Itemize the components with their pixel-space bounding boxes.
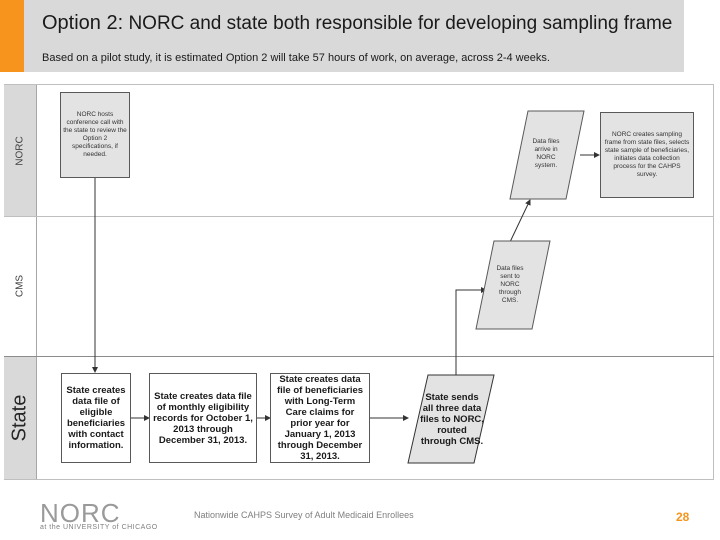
accent-bar	[0, 0, 24, 72]
lane-header-cms: CMS	[4, 216, 37, 356]
connector-arrow	[509, 199, 531, 243]
data-shape-sent	[475, 240, 551, 330]
node-state-eligible: State creates data file of eligible bene…	[61, 373, 131, 463]
node-state-monthly: State creates data file of monthly eligi…	[149, 373, 257, 463]
node-cms-sent: Data files sent to NORC through CMS.	[496, 265, 524, 304]
data-shape-arrive	[509, 110, 585, 200]
lane-divider	[4, 216, 714, 217]
connector-arrow	[455, 287, 487, 375]
lane-header-state: State	[4, 356, 37, 479]
logo-wordmark: NORC	[40, 498, 121, 528]
page-number: 28	[676, 510, 690, 524]
node-state-ltc: State creates data file of beneficiaries…	[270, 373, 370, 463]
norc-logo: NORC	[40, 498, 121, 529]
title-prefix: Option 2:	[42, 12, 124, 34]
lane-header-norc: NORC	[4, 85, 37, 216]
node-norc-call: NORC hosts conference call with the stat…	[60, 92, 130, 178]
data-shape-state-sends	[407, 374, 495, 464]
node-state-sends: State sends all three data files to NORC…	[420, 391, 484, 447]
title-banner: Option 2: NORC and state both responsibl…	[0, 0, 684, 72]
title-text: NORC and state both responsible for deve…	[128, 13, 673, 34]
lane-divider	[4, 356, 714, 357]
logo-subtitle: at the UNIVERSITY of CHICAGO	[40, 524, 158, 531]
footer-caption: Nationwide CAHPS Survey of Adult Medicai…	[194, 510, 414, 520]
slide-subtitle: Based on a pilot study, it is estimated …	[42, 52, 550, 64]
node-norc-arrive: Data files arrive in NORC system.	[532, 138, 560, 169]
slide-title: Option 2: NORC and state both responsibl…	[42, 12, 672, 35]
node-norc-frame: NORC creates sampling frame from state f…	[600, 112, 694, 198]
